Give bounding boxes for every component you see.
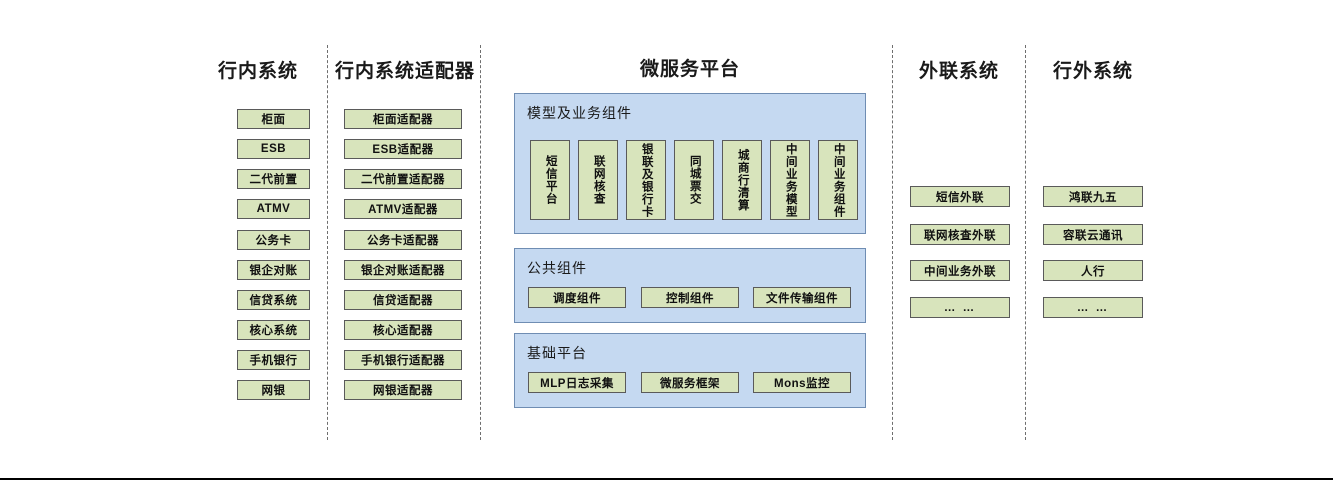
node-liaison-2[interactable]: 中间业务外联 xyxy=(910,260,1010,281)
node-outside-2[interactable]: 人行 xyxy=(1043,260,1143,281)
divider-1 xyxy=(327,45,328,440)
node-outside-1[interactable]: 容联云通讯 xyxy=(1043,224,1143,245)
node-adapter-2[interactable]: 二代前置适配器 xyxy=(344,169,462,189)
node-adapter-5[interactable]: 银企对账适配器 xyxy=(344,260,462,280)
node-basic-1[interactable]: 微服务框架 xyxy=(641,372,739,393)
panel-title-public-components: 公共组件 xyxy=(527,260,587,276)
node-model-3[interactable]: 同城票交 xyxy=(674,140,714,220)
panel-title-model-business-components: 模型及业务组件 xyxy=(527,105,632,121)
bottom-rule xyxy=(0,478,1333,480)
divider-4 xyxy=(1025,45,1026,440)
node-model-6[interactable]: 中间业务组件 xyxy=(818,140,858,220)
column-title-bank-internal-adapters: 行内系统适配器 xyxy=(335,61,476,82)
node-public-0[interactable]: 调度组件 xyxy=(528,287,626,308)
node-adapter-3[interactable]: ATMV适配器 xyxy=(344,199,462,219)
node-adapter-0[interactable]: 柜面适配器 xyxy=(344,109,462,129)
node-model-4-label: 城商行清算 xyxy=(736,148,749,212)
node-adapter-9[interactable]: 网银适配器 xyxy=(344,380,462,400)
node-liaison-3[interactable]: … … xyxy=(910,297,1010,318)
node-bank-internal-5[interactable]: 银企对账 xyxy=(237,260,310,280)
node-model-1[interactable]: 联网核查 xyxy=(578,140,618,220)
panel-basic-platform: 基础平台 xyxy=(514,333,866,408)
node-bank-internal-1[interactable]: ESB xyxy=(237,139,310,159)
node-adapter-4[interactable]: 公务卡适配器 xyxy=(344,230,462,250)
panel-public-components: 公共组件 xyxy=(514,248,866,323)
node-basic-0[interactable]: MLP日志采集 xyxy=(528,372,626,393)
divider-2 xyxy=(480,45,481,440)
node-public-1[interactable]: 控制组件 xyxy=(641,287,739,308)
node-model-2[interactable]: 银联及银行卡 xyxy=(626,140,666,220)
node-model-0-label: 短信平台 xyxy=(544,155,557,205)
node-outside-0[interactable]: 鸿联九五 xyxy=(1043,186,1143,207)
column-title-bank-internal-systems: 行内系统 xyxy=(217,61,298,82)
column-title-external-liaison-systems: 外联系统 xyxy=(918,61,999,82)
node-adapter-8[interactable]: 手机银行适配器 xyxy=(344,350,462,370)
node-bank-internal-2[interactable]: 二代前置 xyxy=(237,169,310,189)
node-adapter-6[interactable]: 信贷适配器 xyxy=(344,290,462,310)
node-bank-internal-9[interactable]: 网银 xyxy=(237,380,310,400)
node-bank-internal-7[interactable]: 核心系统 xyxy=(237,320,310,340)
node-model-6-label: 中间业务组件 xyxy=(832,142,845,218)
node-adapter-1[interactable]: ESB适配器 xyxy=(344,139,462,159)
node-bank-internal-6[interactable]: 信贷系统 xyxy=(237,290,310,310)
node-adapter-7[interactable]: 核心适配器 xyxy=(344,320,462,340)
node-public-2[interactable]: 文件传输组件 xyxy=(753,287,851,308)
node-model-5[interactable]: 中间业务模型 xyxy=(770,140,810,220)
node-model-2-label: 银联及银行卡 xyxy=(640,142,653,218)
node-model-4[interactable]: 城商行清算 xyxy=(722,140,762,220)
node-bank-internal-3[interactable]: ATMV xyxy=(237,199,310,219)
node-model-1-label: 联网核查 xyxy=(592,155,605,205)
divider-3 xyxy=(892,45,893,440)
node-model-5-label: 中间业务模型 xyxy=(784,142,797,218)
node-liaison-1[interactable]: 联网核查外联 xyxy=(910,224,1010,245)
node-bank-internal-4[interactable]: 公务卡 xyxy=(237,230,310,250)
node-basic-2[interactable]: Mons监控 xyxy=(753,372,851,393)
node-liaison-0[interactable]: 短信外联 xyxy=(910,186,1010,207)
column-title-microservice-platform: 微服务平台 xyxy=(639,59,740,80)
node-model-0[interactable]: 短信平台 xyxy=(530,140,570,220)
panel-title-basic-platform: 基础平台 xyxy=(527,345,587,361)
node-bank-internal-8[interactable]: 手机银行 xyxy=(237,350,310,370)
node-bank-internal-0[interactable]: 柜面 xyxy=(237,109,310,129)
column-title-outside-bank-systems: 行外系统 xyxy=(1052,61,1133,82)
node-model-3-label: 同城票交 xyxy=(688,155,701,205)
node-outside-3[interactable]: … … xyxy=(1043,297,1143,318)
